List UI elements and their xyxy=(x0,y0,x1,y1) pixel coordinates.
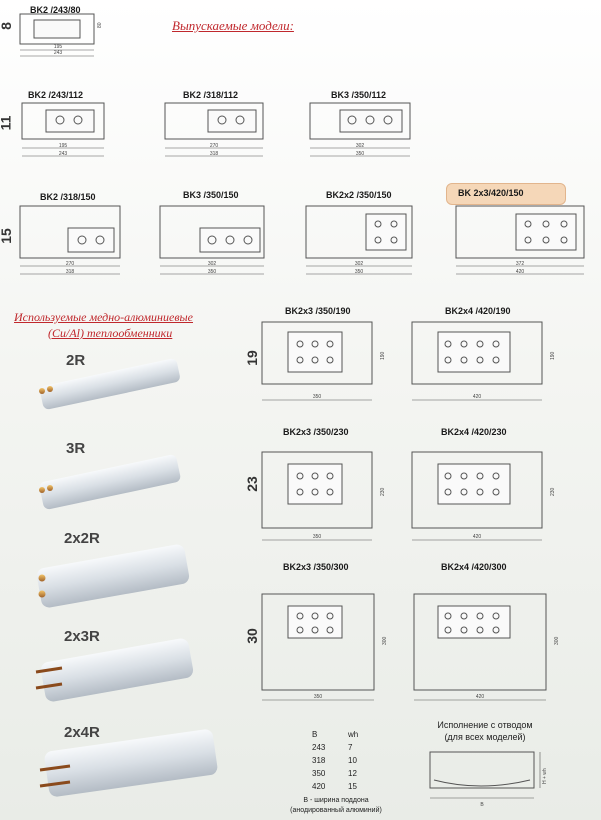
bw-row-b: 243 xyxy=(312,743,326,752)
models-title: Выпускаемые модели: xyxy=(172,18,294,33)
dim-m7-inner: 302 xyxy=(355,261,364,267)
drawing-model-6 xyxy=(159,205,265,275)
model-label-6: BK3 /350/150 xyxy=(183,190,239,200)
dim-m12-outer: 420 xyxy=(473,534,482,540)
drawing-model-1 xyxy=(19,13,95,57)
bw-row-b: 420 xyxy=(312,782,326,791)
model-label-11: BK2x3 /350/230 xyxy=(283,427,349,437)
bw-note-2: (анодированный алюминий) xyxy=(290,807,382,814)
exchanger-2x3r xyxy=(35,638,194,702)
exchanger-label-2x2r: 2x2R xyxy=(64,530,100,547)
drawing-model-4 xyxy=(309,102,411,157)
dim-m1-h: 80 xyxy=(97,22,103,28)
model-label-2: BK2 /243/112 xyxy=(28,90,84,100)
model-label-3: BK2 /318/112 xyxy=(183,90,239,100)
dim-m5-outer: 318 xyxy=(66,269,75,275)
drawing-model-7 xyxy=(305,205,413,275)
model-label-13: BK2x3 /350/300 xyxy=(283,562,349,572)
dim-m14-outer: 420 xyxy=(476,694,485,700)
bw-note-1: B - ширина поддона xyxy=(303,797,369,804)
dim-m3-outer: 318 xyxy=(210,151,219,157)
model-label-10: BK2x4 /420/190 xyxy=(445,306,511,316)
bw-row-wh: 15 xyxy=(348,782,357,791)
exchanger-2x4r xyxy=(39,729,218,797)
dim-m11-outer: 350 xyxy=(313,534,322,540)
dim-m5-inner: 270 xyxy=(66,261,75,267)
dim-m12-h: 230 xyxy=(550,487,556,496)
bw-head-wh: wh xyxy=(348,730,359,739)
model-label-5: BK2 /318/150 xyxy=(40,192,96,202)
drawing-model-5 xyxy=(19,205,121,275)
dim-m8-inner: 372 xyxy=(516,261,525,267)
bw-row-b: 318 xyxy=(312,756,326,765)
dim-m7-outer: 350 xyxy=(355,269,364,275)
drawing-model-13 xyxy=(261,593,375,701)
dim-m11-h: 230 xyxy=(380,487,386,496)
drawing-model-10 xyxy=(411,321,543,401)
dim-m6-outer: 350 xyxy=(208,269,217,275)
drawing-model-8 xyxy=(455,205,585,275)
dim-m10-h: 190 xyxy=(550,351,556,360)
drawing-model-14 xyxy=(413,593,547,701)
bw-row-wh: 7 xyxy=(348,743,353,752)
bw-row-b: 350 xyxy=(312,769,326,778)
model-label-9: BK2x3 /350/190 xyxy=(285,306,351,316)
model-label-1: BK2 /243/80 xyxy=(30,5,81,15)
bw-row-wh: 10 xyxy=(348,756,357,765)
exchangers-title-line2: (Cu/Al) теплообменники xyxy=(48,326,173,340)
dim-m1-inner: 195 xyxy=(54,44,63,50)
drawing-model-2 xyxy=(21,102,105,157)
dim-m4-inner: 302 xyxy=(356,143,365,149)
drawing-model-11 xyxy=(261,451,373,541)
dim-m6-inner: 302 xyxy=(208,261,217,267)
drawing-model-3 xyxy=(164,102,264,157)
dim-m9-outer: 350 xyxy=(313,394,322,400)
dim-m3-inner: 270 xyxy=(210,143,219,149)
drawing-model-12 xyxy=(411,451,543,541)
model-label-12: BK2x4 /420/230 xyxy=(441,427,507,437)
bw-head-b: B xyxy=(312,730,318,739)
exchanger-label-2x4r: 2x4R xyxy=(64,724,100,741)
exchanger-label-3r: 3R xyxy=(66,440,86,457)
dim-m10-outer: 420 xyxy=(473,394,482,400)
dim-m9-h: 190 xyxy=(380,351,386,360)
outlet-title-1: Исполнение с отводом xyxy=(437,720,533,730)
exchanger-label-2x3r: 2x3R xyxy=(64,628,100,645)
dim-m8-outer: 420 xyxy=(516,269,525,275)
dim-m13-h: 300 xyxy=(382,636,388,645)
dim-m4-outer: 350 xyxy=(356,151,365,157)
dim-m14-h: 300 xyxy=(554,636,560,645)
outlet-title-2: (для всех моделей) xyxy=(444,732,526,742)
exchanger-2x2r xyxy=(36,544,190,608)
dim-m2-inner: 195 xyxy=(59,143,68,149)
outlet-b-label: B xyxy=(480,802,484,808)
exchanger-label-2r: 2R xyxy=(66,352,86,369)
model-label-14: BK2x4 /420/300 xyxy=(441,562,507,572)
model-label-7: BK2x2 /350/150 xyxy=(326,190,392,200)
dim-m1-outer: 243 xyxy=(54,50,63,56)
drawing-model-9 xyxy=(261,321,373,401)
dim-m2-outer: 243 xyxy=(59,151,68,157)
dim-m13-outer: 350 xyxy=(314,694,323,700)
exchanger-3r xyxy=(39,454,181,510)
exchangers-title-line1: Используемые медно-алюминиевые xyxy=(14,310,193,324)
model-label-4: BK3 /350/112 xyxy=(331,90,387,100)
bw-row-wh: 12 xyxy=(348,769,357,778)
model-label-8: BK 2x3/420/150 xyxy=(458,188,524,198)
outlet-h-label: H + wh xyxy=(542,768,548,784)
outlet-drawing xyxy=(429,751,541,799)
model-highlight xyxy=(446,183,566,205)
exchanger-2r xyxy=(39,358,180,410)
